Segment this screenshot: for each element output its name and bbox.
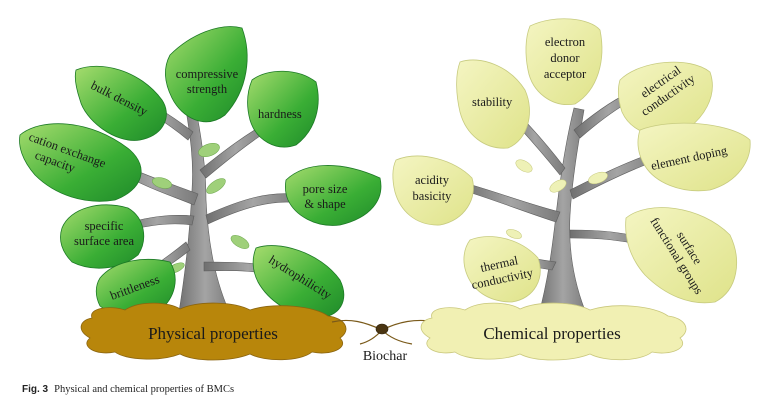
leaf-stability xyxy=(456,59,530,149)
leaf-element-doping xyxy=(637,122,751,192)
leaf-surface-functional xyxy=(625,207,737,304)
leaf-cation-exchange xyxy=(19,123,142,202)
biochar-center: Biochar xyxy=(331,319,439,364)
chemical-small-leaves xyxy=(506,159,608,239)
physical-leaf-shapes xyxy=(19,26,382,319)
leaf-hardness xyxy=(247,70,319,148)
label-hardness: hardness xyxy=(258,107,302,121)
chemical-trunk xyxy=(461,87,665,319)
leaf-bulk-density xyxy=(74,65,167,141)
caption-label: Fig. 3 xyxy=(22,384,49,395)
biochar-seed xyxy=(375,323,389,335)
label-stability: stability xyxy=(472,95,513,109)
chemical-base xyxy=(420,302,687,361)
chemical-base-label: Chemical properties xyxy=(483,324,620,343)
leaf-pore-size xyxy=(285,165,382,226)
leaf-electron-donor xyxy=(525,18,603,106)
physical-base-label: Physical properties xyxy=(148,324,278,343)
chemical-leaf-shapes xyxy=(392,18,751,304)
caption-text: Physical and chemical properties of BMCs xyxy=(54,384,235,395)
leaf-specific-surface xyxy=(60,204,145,269)
biochar-label: Biochar xyxy=(363,349,408,364)
leaf-thermal-conductivity xyxy=(463,236,541,303)
figure-caption: Fig. 3 Physical and chemical properties o… xyxy=(22,384,234,395)
biochar-roots xyxy=(331,319,439,345)
physical-base xyxy=(80,302,347,361)
label-pore-size: pore size& shape xyxy=(303,182,348,211)
leaf-acidity-basicity xyxy=(392,155,474,226)
leaf-compressive-strength xyxy=(164,26,248,123)
